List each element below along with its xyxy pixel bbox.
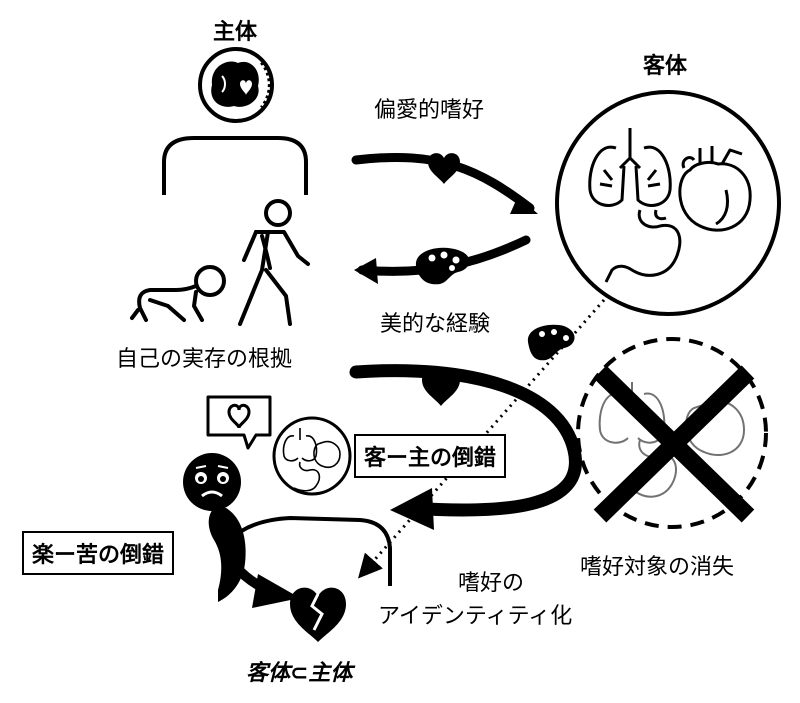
- lungs-icon: [588, 128, 672, 207]
- identity-label-line1: 嗜好の: [458, 571, 525, 596]
- pleasure-pain-inversion-label: 楽ー苦の倒錯: [22, 531, 175, 575]
- loss-of-object-label: 嗜好対象の消失: [580, 555, 735, 580]
- object-in-subject-label: 客体⊂主体: [246, 661, 353, 686]
- cross-out-icon: [593, 365, 755, 523]
- identity-loop-arrow: [349, 364, 582, 530]
- aesthetic-experience-label: 美的な経験: [380, 312, 491, 337]
- heart-organ-icon: [678, 146, 752, 232]
- heart-icon: [428, 153, 460, 184]
- heart-icon: [422, 369, 460, 406]
- subject-arc-bottom: [228, 515, 392, 586]
- paint-palette-icon: [415, 247, 470, 285]
- broken-heart-icon: [290, 587, 346, 642]
- subject-label: 主体: [213, 20, 258, 45]
- partial-preference-label: 偏愛的嗜好: [374, 98, 485, 123]
- speech-bubble-heart-icon: [206, 395, 272, 450]
- worried-face-icon: [183, 453, 241, 511]
- object-circle: [555, 90, 781, 316]
- subject-dome-arc: [162, 136, 308, 195]
- paint-palette-icon: [527, 324, 575, 361]
- stomach-icon: [604, 209, 682, 283]
- small-organ-circle: [272, 416, 352, 496]
- ground-of-existence-label: 自己の実存の根拠: [116, 347, 293, 372]
- aesthetic-arrow: [354, 235, 531, 285]
- object-label: 客体: [643, 54, 688, 79]
- identity-label-line2: アイデンティティ化: [378, 604, 573, 629]
- subject-object-inversion-label: 客ー主の倒錯: [354, 434, 507, 478]
- crawling-baby-icon: [130, 265, 226, 322]
- brain-heart-icon: [198, 47, 274, 123]
- preference-arrow-top: [351, 153, 538, 214]
- walking-person-icon: [238, 199, 310, 326]
- lost-object-circle: [576, 337, 768, 529]
